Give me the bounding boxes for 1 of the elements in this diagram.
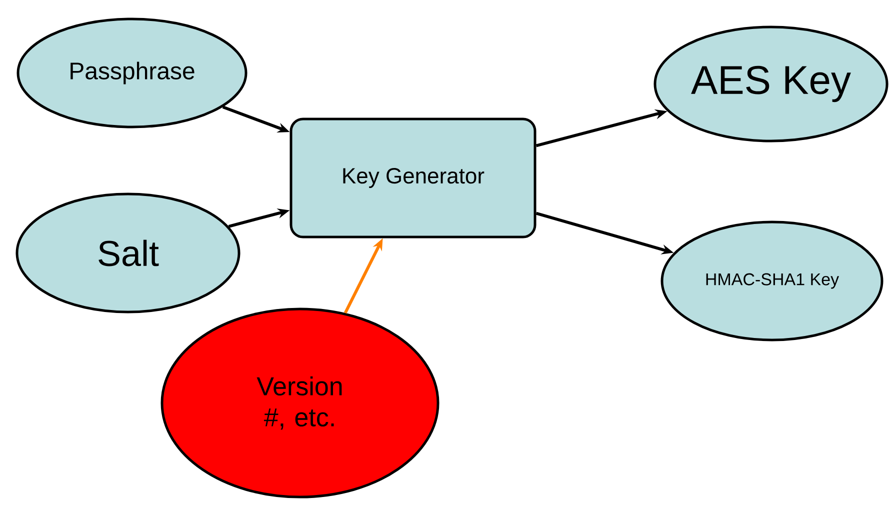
process-box: Key Generator <box>290 118 536 238</box>
